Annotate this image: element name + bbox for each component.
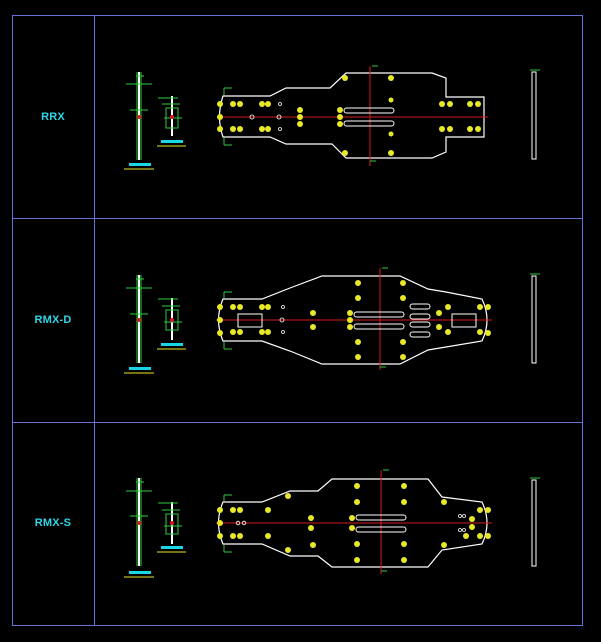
front-view-rmx-s bbox=[157, 502, 186, 553]
edge-view-rmx-d bbox=[530, 273, 540, 364]
table-border bbox=[12, 15, 583, 626]
front-view-rmx-d bbox=[157, 298, 186, 350]
row-rrx-drawings bbox=[124, 65, 540, 170]
row-label-rmx-d: RMX-D bbox=[34, 314, 72, 326]
row-rmx-d-drawings bbox=[124, 267, 540, 374]
chassis-plate-rmx-s bbox=[216, 469, 492, 574]
side-view-rmx-d bbox=[124, 275, 154, 374]
edge-view-rrx bbox=[530, 69, 540, 160]
chassis-plate-rmx-d bbox=[216, 267, 492, 370]
chassis-plate-rrx bbox=[217, 65, 488, 166]
row-label-rmx-s: RMX-S bbox=[34, 517, 72, 529]
row-label-rrx: RRX bbox=[41, 111, 65, 123]
front-view-rrx bbox=[157, 96, 186, 147]
table-grid bbox=[12, 15, 583, 626]
row-rmx-s-drawings bbox=[124, 469, 540, 578]
side-view-rmx-s bbox=[124, 478, 154, 578]
edge-view-rmx-s bbox=[530, 477, 540, 567]
side-view-rrx bbox=[124, 72, 154, 170]
